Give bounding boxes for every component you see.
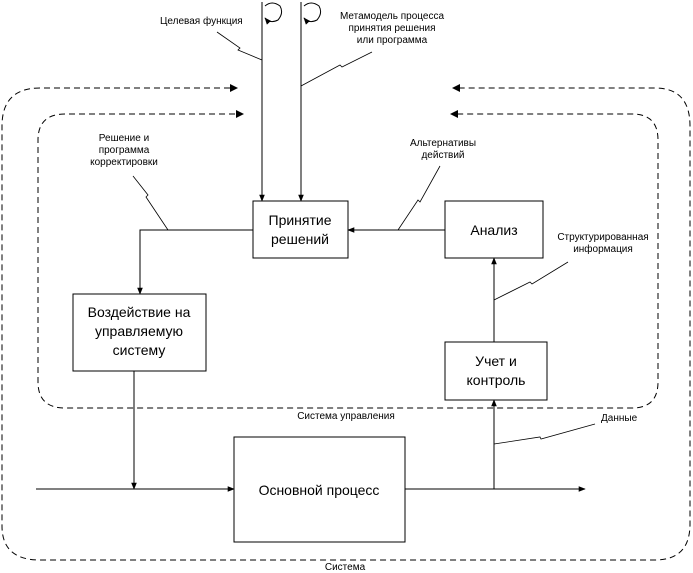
impact-box: [72, 293, 207, 372]
system-boundary-arrow-left: [230, 84, 238, 92]
structured-info-callout: [493, 261, 569, 301]
main-process-label: Основной процесс: [259, 482, 380, 498]
metamodel-callout: [300, 51, 373, 87]
main-process-box: [233, 436, 406, 543]
accounting-box: [444, 341, 548, 401]
analysis-box: [444, 200, 544, 259]
control-boundary-arrow-right: [450, 110, 458, 118]
control-system-boundary: [37, 113, 659, 409]
decision-program-callout: [132, 175, 169, 231]
analysis-label: Анализ: [470, 222, 517, 238]
control-system-label: Система управления: [297, 411, 395, 422]
goal-function-loop-icon: [264, 2, 283, 25]
goal-function-label: Целевая функция: [160, 15, 243, 27]
system-boundary-arrow-right: [452, 84, 460, 92]
system-boundary: [1, 87, 691, 561]
decision-to-impact-arrow: [137, 229, 253, 295]
data-callout: [493, 423, 596, 445]
metamodel-loop-icon: [303, 2, 322, 25]
system-label: Система: [325, 562, 366, 573]
goal-function-callout: [216, 31, 263, 61]
decision-box: [252, 200, 349, 259]
data-label: Данные: [601, 413, 638, 424]
control-boundary-arrow-left: [236, 110, 244, 118]
alternatives-callout: [397, 165, 441, 231]
